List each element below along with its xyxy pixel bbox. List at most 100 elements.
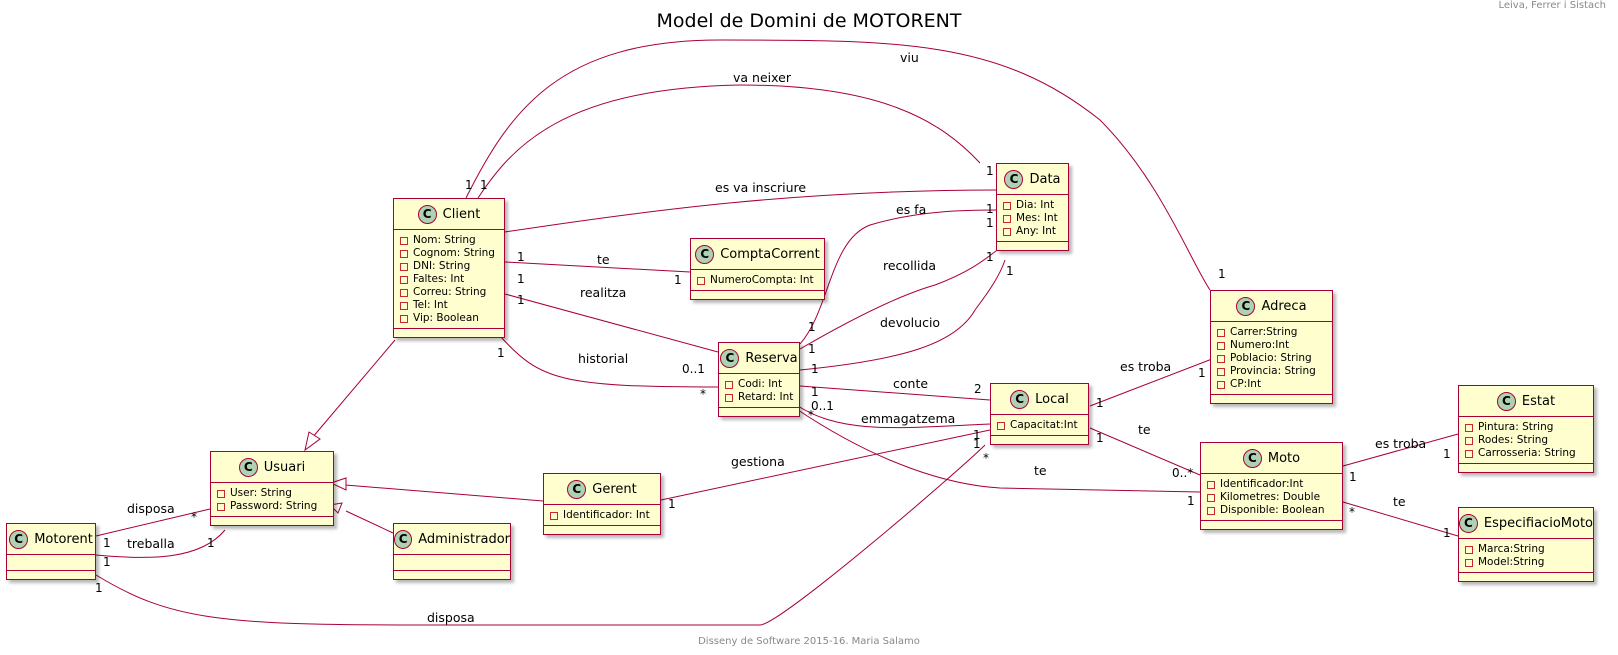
private-icon: [550, 511, 558, 520]
line-historial: [499, 335, 719, 388]
mult-devolucio-data: 1: [986, 250, 994, 264]
operation-list: [719, 408, 799, 416]
gen-arrow-client: [304, 431, 321, 452]
mult-va-neixer-client: 1: [480, 178, 488, 192]
private-icon: [1003, 227, 1011, 236]
mult-conte-local: 2: [974, 382, 982, 396]
attribute: Identificador:Int: [1207, 478, 1336, 491]
operation-list: [691, 291, 824, 299]
private-icon: [1207, 493, 1215, 502]
assoc-label-viu: viu: [900, 50, 919, 65]
mult-realitza-reserva: 0..1: [682, 362, 705, 376]
attribute: Identificador: Int: [550, 509, 654, 522]
attribute: Correu: String: [400, 286, 498, 299]
mult-recollida-data: 1: [986, 216, 994, 230]
class-icon: C: [1242, 448, 1262, 468]
operation-list: [211, 517, 333, 525]
class-icon: C: [1236, 296, 1256, 316]
private-icon: [997, 421, 1005, 430]
operation-list: [1201, 521, 1342, 529]
mult-es-fa-reserva: 1: [808, 320, 816, 334]
mult-treballa-usuari: 1: [207, 536, 215, 550]
operation-list: [394, 571, 510, 579]
attribute: Numero:Int: [1217, 339, 1326, 352]
class-name: Reserva: [745, 350, 798, 366]
mult-gestiona-local: 1: [973, 437, 981, 451]
mult-te-compta-compta: 1: [674, 273, 682, 287]
assoc-label-te-moto-reserva: te: [1034, 463, 1047, 478]
private-icon: [400, 275, 408, 284]
mult-emmagatzema-reserva: 0..1: [811, 399, 834, 413]
line-es-fa: [799, 209, 1001, 345]
line-es-troba-estat: [1342, 433, 1459, 467]
private-icon: [400, 249, 408, 258]
attribute: Disponible: Boolean: [1207, 504, 1336, 517]
class-name: Usuari: [263, 459, 306, 475]
attribute-list: Carrer:String Numero:Int Poblacio: Strin…: [1211, 322, 1332, 395]
attribute: DNI: String: [400, 260, 498, 273]
private-icon: [1217, 328, 1225, 337]
mult-es-troba-adreca-local: 1: [1096, 396, 1104, 410]
line-es-troba-adreca: [1089, 358, 1213, 407]
attribute: Marca:String: [1465, 543, 1587, 556]
attribute: Vip: Boolean: [400, 312, 498, 325]
line-disposa-local: [95, 444, 986, 626]
class-name: Moto: [1267, 450, 1301, 466]
mult-gestiona-gerent: 1: [668, 497, 676, 511]
line-te-especificacio: [1342, 501, 1459, 537]
mult-devolucio-reserva: 1: [811, 362, 819, 376]
mult-te-especificacio-moto: *: [1349, 505, 1355, 519]
private-icon: [1003, 214, 1011, 223]
attribute-list: Identificador: Int: [544, 505, 660, 526]
class-icon: C: [720, 348, 740, 368]
class-moto[interactable]: C Moto Identificador:Int Kilometres: Doub…: [1200, 442, 1343, 530]
mult-te-moto-reserva-r: *: [808, 408, 814, 422]
assoc-label-realitza: realitza: [580, 285, 627, 300]
line-va-neixer: [477, 84, 981, 199]
attribute: Faltes: Int: [400, 273, 498, 286]
line-conte: [799, 385, 991, 401]
private-icon: [1465, 436, 1473, 445]
operation-list: [394, 329, 504, 337]
attribute-list: [7, 555, 95, 571]
operation-list: [991, 436, 1088, 444]
class-icon: C: [695, 244, 715, 264]
mult-es-troba-adreca-adreca: 1: [1198, 366, 1206, 380]
attribute-list: Identificador:Int Kilometres: Double Dis…: [1201, 474, 1342, 521]
line-te-moto-reserva: [794, 407, 1201, 493]
authors-note: Leiva, Ferrer i Sistach: [1498, 0, 1606, 11]
private-icon: [1207, 506, 1215, 515]
attribute: Mes: Int: [1003, 212, 1062, 225]
class-icon: C: [9, 529, 29, 549]
operation-list: [7, 571, 95, 579]
attribute: Retard: Int: [725, 391, 793, 404]
line-es-va-inscriure: [504, 189, 1001, 233]
mult-historial-client: 1: [497, 346, 505, 360]
operation-list: [1459, 573, 1593, 581]
mult-va-neixer-data: 1: [986, 164, 994, 178]
mult-disposa-usuari-usuari: *: [191, 510, 197, 524]
mult-te-compta-client: 1: [517, 250, 525, 264]
assoc-label-disposa-usuari: disposa: [127, 501, 175, 516]
mult-disposa-local-motorent: 1: [95, 581, 103, 595]
private-icon: [217, 489, 225, 498]
attribute-list: Codi: Int Retard: Int: [719, 374, 799, 408]
attribute: CP:Int: [1217, 378, 1326, 391]
mult-viu-adreca: 1: [1218, 267, 1226, 281]
attribute: Cognom: String: [400, 247, 498, 260]
line-realitza: [504, 293, 719, 353]
class-reserva[interactable]: C Reserva Codi: Int Retard: Int: [718, 342, 800, 417]
attribute: Provincia: String: [1217, 365, 1326, 378]
attribute: Pintura: String: [1465, 421, 1587, 434]
